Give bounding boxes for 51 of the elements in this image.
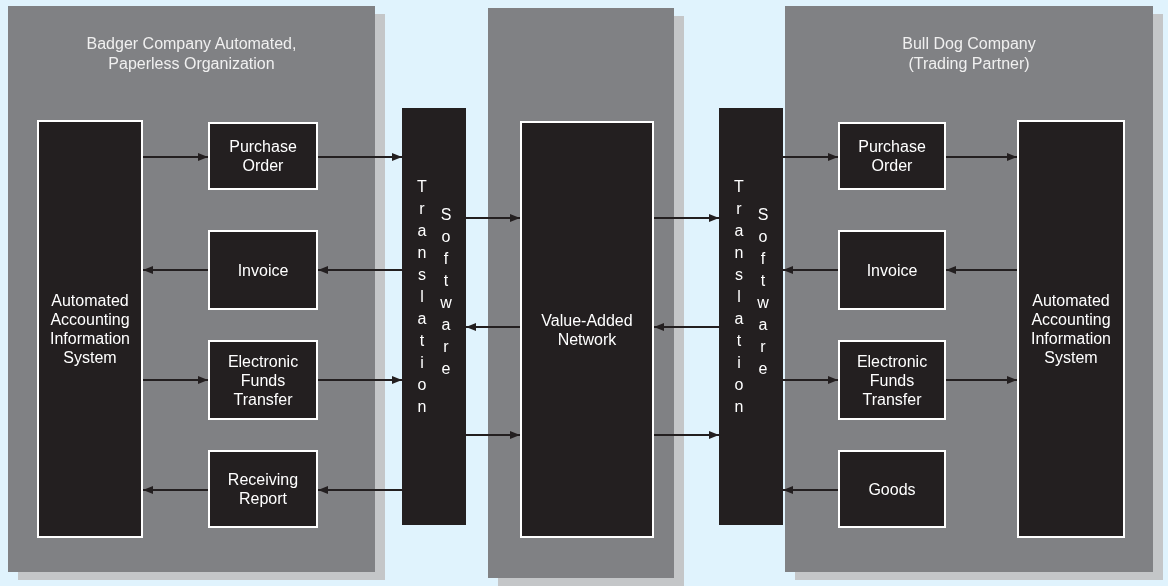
arrow <box>466 323 520 331</box>
software-bar <box>402 108 466 525</box>
document-box <box>838 230 946 310</box>
arrow <box>318 486 402 494</box>
system-box <box>37 120 143 538</box>
vertical-label: Software <box>439 205 453 379</box>
document-box <box>838 340 946 420</box>
arrow <box>783 486 838 494</box>
vertical-label: Translation <box>733 177 745 417</box>
arrow <box>143 266 208 274</box>
box-label: Electronic Funds Transfer <box>855 351 929 409</box>
document-box <box>208 450 318 528</box>
panel-title: Badger Company Automated, Paperless Organization <box>85 34 298 74</box>
arrow <box>946 376 1017 384</box>
box-label: Goods <box>868 479 916 499</box>
document-box <box>208 122 318 190</box>
panel-title: Bull Dog Company (Trading Partner) <box>901 34 1037 74</box>
box-label: Automated Accounting Information System <box>48 291 131 367</box>
box-label: Purchase Order <box>857 137 927 175</box>
arrow <box>783 266 838 274</box>
box-label: Purchase Order <box>228 137 298 175</box>
document-box <box>838 122 946 190</box>
arrow <box>318 376 402 384</box>
arrow <box>654 323 719 331</box>
arrow <box>946 266 1017 274</box>
system-box <box>520 121 654 538</box>
document-box <box>208 230 318 310</box>
document-box <box>838 450 946 528</box>
arrow <box>143 486 208 494</box>
vertical-label: Translation <box>416 177 428 417</box>
box-label: Receiving Report <box>226 470 300 508</box>
arrow <box>466 214 520 222</box>
software-bar <box>719 108 783 525</box>
box-label: Automated Accounting Information System <box>1029 291 1112 367</box>
arrow <box>783 376 838 384</box>
arrow <box>783 153 838 161</box>
arrow <box>318 153 402 161</box>
arrow <box>654 431 719 439</box>
arrow <box>654 214 719 222</box>
box-label: Value-Added Network <box>540 310 634 349</box>
box-label: Electronic Funds Transfer <box>226 351 300 409</box>
document-box <box>208 340 318 420</box>
arrow <box>466 431 520 439</box>
arrow <box>946 153 1017 161</box>
box-label: Invoice <box>866 260 918 280</box>
arrow <box>143 376 208 384</box>
box-label: Invoice <box>237 260 289 280</box>
vertical-label: Software <box>756 205 770 379</box>
system-box <box>1017 120 1125 538</box>
arrow <box>143 153 208 161</box>
arrow <box>318 266 402 274</box>
